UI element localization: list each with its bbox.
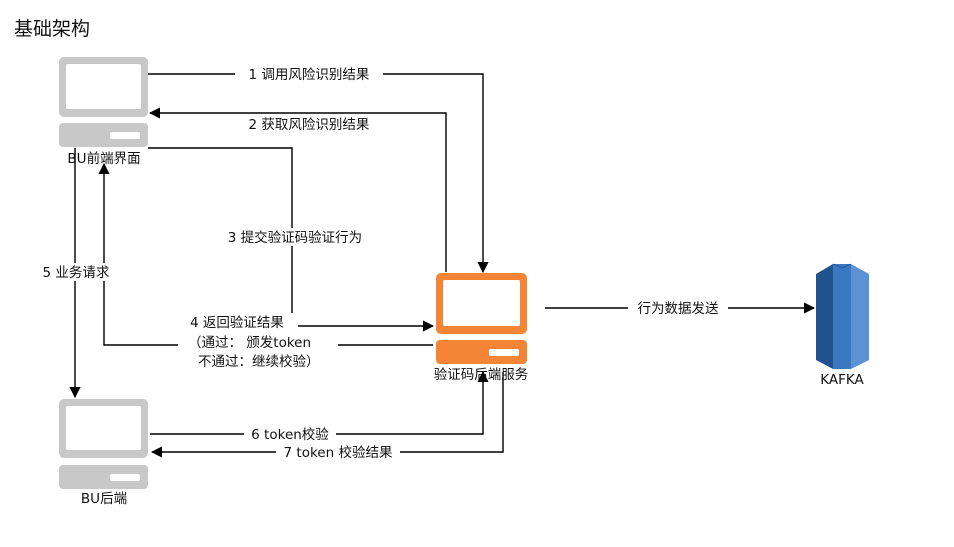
- edge-label-2: 2 获取风险识别结果: [249, 117, 370, 133]
- node-label-verify-service: 验证码后端服务: [434, 367, 529, 383]
- node-label-kafka: KAFKA: [820, 372, 864, 388]
- node-kafka: KAFKA: [816, 263, 869, 388]
- edge-label-7: 7 token 校验结果: [284, 444, 393, 461]
- node-verify-service: 验证码后端服务: [434, 273, 529, 383]
- node-label-bu-frontend: BU前端界面: [67, 150, 140, 167]
- edge-label-8: 行为数据发送: [638, 301, 719, 317]
- computer-icon: [436, 273, 527, 364]
- edge-label-4-line2: （通过： 颁发token: [188, 335, 311, 351]
- edge-label-3: 3 提交验证码验证行为: [228, 229, 362, 246]
- edge-label-5: 5 业务请求: [43, 265, 110, 281]
- edge-label-4-line1: 4 返回验证结果: [190, 315, 284, 331]
- edge-label-6: 6 token校验: [251, 426, 329, 443]
- node-bu-frontend: BU前端界面: [59, 57, 148, 167]
- kafka-icon: [816, 263, 869, 369]
- edge-label-1: 1 调用风险识别结果: [249, 67, 370, 83]
- node-label-bu-backend: BU后端: [81, 491, 127, 507]
- edge-get-risk-result: [148, 107, 447, 272]
- computer-icon: [59, 399, 148, 489]
- diagram-title: 基础架构: [14, 18, 90, 40]
- edge-token-result: [150, 372, 504, 458]
- node-bu-backend: BU后端: [59, 399, 148, 507]
- edge-label-4-line3: 不通过：继续校验）: [198, 353, 320, 370]
- computer-icon: [59, 57, 148, 147]
